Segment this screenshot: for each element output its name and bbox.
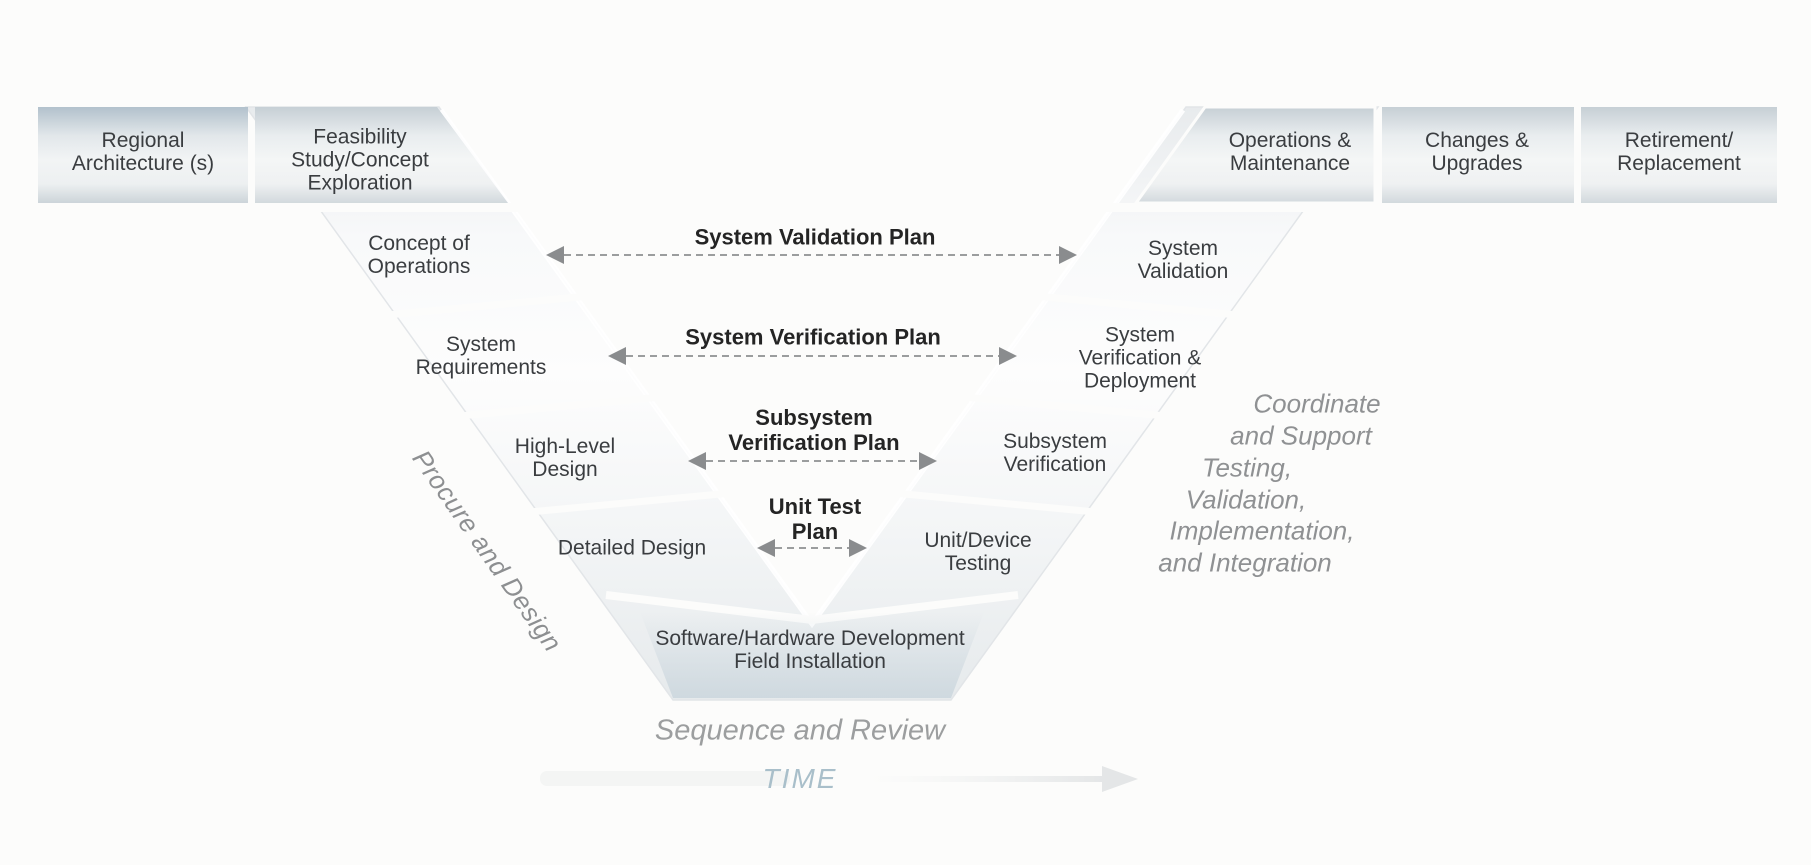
label-line: Software/Hardware Development — [655, 627, 965, 650]
right-band-separator-2 — [963, 393, 1177, 421]
arrowhead-right — [1059, 246, 1077, 264]
node-feasibility-study: Feasibility Study/Concept Exploration — [291, 126, 429, 195]
label-system-verification-plan: System Verification Plan — [685, 325, 941, 350]
label-line: Field Installation — [734, 650, 886, 673]
node-high-level-design: High-Level Design — [515, 435, 615, 481]
node-retirement-replacement: Retirement/ Replacement — [1617, 129, 1741, 175]
time-arrow-fade-tail — [540, 771, 790, 786]
annotation-sequence-and-review: Sequence and Review — [654, 714, 946, 747]
annotation-coordinate-line: Validation, — [1185, 484, 1307, 515]
label-line: System — [1104, 323, 1176, 347]
left-band-separator-2 — [448, 393, 662, 421]
changes-upgrades-box — [1382, 107, 1574, 203]
arrowhead-left — [757, 539, 775, 557]
bottom-glow — [640, 612, 984, 698]
arrowhead-left — [688, 452, 706, 470]
label-line: Verification — [1003, 453, 1107, 476]
label-line: System Validation Plan — [694, 224, 936, 250]
node-software-hardware-development: Software/Hardware Development Field Inst… — [655, 627, 964, 673]
label-unit-test-plan: Unit Test Plan — [769, 494, 861, 544]
time-arrowhead — [1102, 766, 1138, 792]
annotation-coordinate-line: Implementation, — [1169, 515, 1355, 546]
label-line: Study/Concept — [291, 148, 429, 172]
label-line: Design — [532, 458, 598, 481]
annotation-coordinate-line: Testing, — [1201, 452, 1293, 483]
node-system-verification-deployment: System Verification & Deployment — [1079, 324, 1202, 393]
label-line: Retirement/ — [1624, 129, 1734, 152]
arrowhead-left — [546, 246, 564, 264]
label-line: Subsystem — [1003, 430, 1107, 453]
node-subsystem-verification: Subsystem Verification — [1003, 430, 1107, 476]
left-band-separator-3 — [518, 489, 732, 517]
annotation-coordinate-line: and Support — [1230, 420, 1372, 451]
label-line: Architecture (s) — [71, 152, 215, 175]
label-line: Changes & — [1425, 129, 1529, 152]
arrowhead-right — [849, 539, 867, 557]
label-line: Subsystem — [755, 405, 873, 430]
left-band-separator-1 — [376, 292, 590, 320]
system-validation-plan-arrow — [546, 246, 1077, 264]
label-line: Detailed Design — [557, 536, 707, 560]
unit-test-plan-arrow — [757, 539, 867, 557]
left-wing-gap — [236, 203, 536, 212]
label-subsystem-verification-plan: Subsystem Verification Plan — [728, 405, 899, 455]
label-line: Feasibility — [313, 125, 407, 149]
label-line: System Verification Plan — [685, 324, 941, 350]
node-unit-device-testing: Unit/Device Testing — [924, 529, 1031, 575]
label-line: System — [445, 333, 517, 356]
label-line: Validation — [1137, 260, 1229, 283]
right-band-separator-1 — [1035, 292, 1249, 320]
operations-maintenance-box — [1133, 105, 1377, 205]
right-wing-gap — [1086, 203, 1398, 212]
label-line: Plan — [791, 519, 839, 544]
label-line: High-Level — [514, 435, 616, 458]
label-line: Operations — [367, 255, 471, 278]
annotation-coordinate-line: and Integration — [1158, 547, 1332, 578]
label-line: Unit/Device — [924, 529, 1032, 552]
label-line: Upgrades — [1431, 152, 1523, 175]
regional-architecture-box — [38, 107, 248, 203]
system-verification-plan-arrow — [608, 347, 1017, 365]
label-line: Verification Plan — [728, 430, 900, 455]
retirement-replacement-box — [1581, 107, 1777, 203]
node-concept-of-operations: Concept of Operations — [368, 232, 471, 278]
label-line: Operations & — [1228, 129, 1352, 152]
arrowhead-right — [999, 347, 1017, 365]
label-line: Replacement — [1617, 152, 1741, 175]
node-system-validation: System Validation — [1138, 237, 1229, 283]
label-line: Regional — [101, 129, 185, 152]
label-line: Verification & — [1078, 346, 1202, 370]
label-line: Requirements — [415, 356, 547, 379]
label-system-validation-plan: System Validation Plan — [695, 225, 936, 250]
label-line: Testing — [944, 552, 1012, 575]
label-line: Exploration — [307, 171, 413, 195]
arrowhead-right — [919, 452, 937, 470]
label-line: System — [1147, 237, 1218, 260]
annotation-time: TIME — [762, 763, 838, 794]
right-band-separator-3 — [893, 489, 1107, 517]
label-line: Maintenance — [1229, 152, 1351, 175]
label-line: Concept of — [368, 232, 470, 255]
annotation-coordinate-line: Coordinate — [1253, 388, 1381, 419]
label-line: Unit Test — [768, 494, 862, 519]
node-regional-architecture: Regional Architecture (s) — [72, 129, 214, 175]
node-detailed-design: Detailed Design — [558, 537, 706, 560]
label-line: Deployment — [1083, 369, 1197, 393]
node-system-requirements: System Requirements — [416, 333, 547, 379]
arrowhead-left — [608, 347, 626, 365]
time-axis-arrow — [540, 766, 1138, 792]
node-operations-maintenance: Operations & Maintenance — [1229, 129, 1352, 175]
node-changes-upgrades: Changes & Upgrades — [1425, 129, 1529, 175]
subsystem-verification-plan-arrow — [688, 452, 937, 470]
feasibility-box — [255, 107, 508, 203]
